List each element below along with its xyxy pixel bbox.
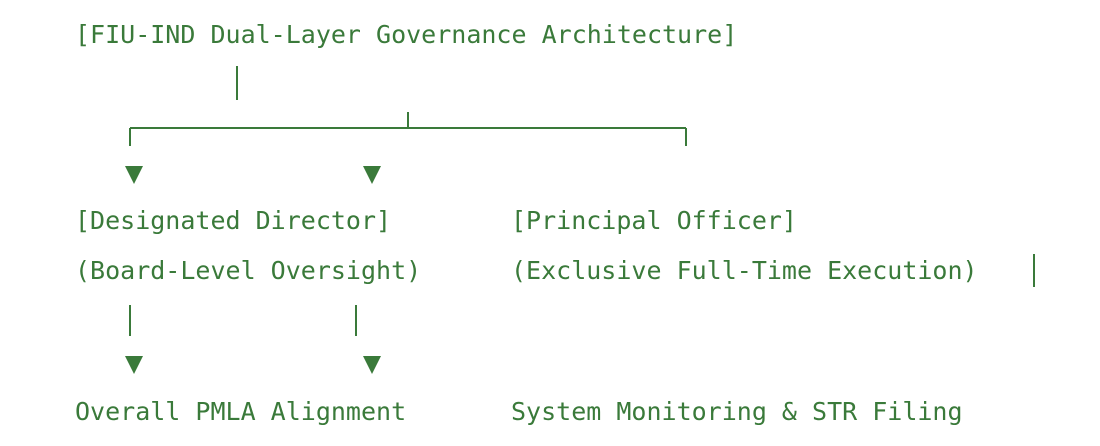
designated-director-role: (Board-Level Oversight): [75, 256, 422, 285]
diagram-title: [FIU-IND Dual-Layer Governance Architect…: [75, 20, 738, 49]
arrow-down-icon: [363, 356, 381, 374]
principal-officer-output: System Monitoring & STR Filing: [511, 397, 963, 426]
arrow-down-icon: [363, 166, 381, 184]
principal-officer-label: [Principal Officer]: [511, 206, 797, 235]
designated-director-label: [Designated Director]: [75, 206, 392, 235]
arrow-down-icon: [125, 356, 143, 374]
principal-officer-role: (Exclusive Full-Time Execution): [511, 256, 978, 285]
arrow-down-icon: [125, 166, 143, 184]
designated-director-output: Overall PMLA Alignment: [75, 397, 407, 426]
